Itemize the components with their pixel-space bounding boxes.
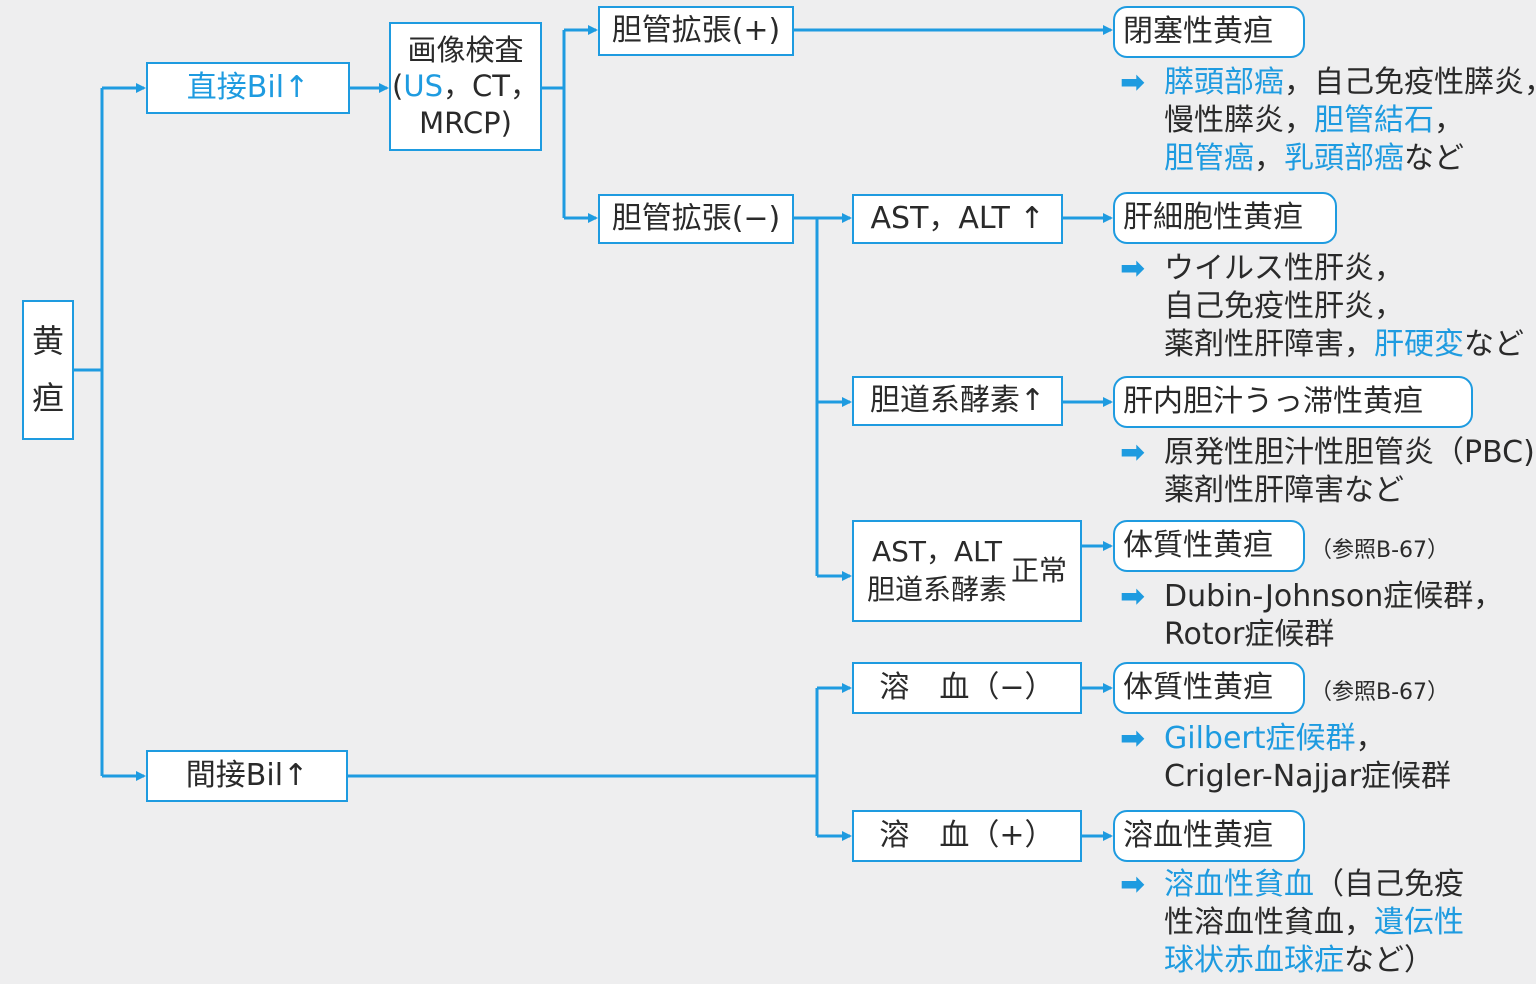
obstructive-causes: ➡膵頭部癌，自己免疫性膵炎， 慢性膵炎，胆管結石， 胆管癌，乳頭部癌など (1120, 64, 1536, 178)
cholestatic-causes: ➡ 原発性胆汁性胆管炎（PBC)， 薬剤性肝障害など (1120, 434, 1536, 510)
imaging-title: 画像検査 (407, 33, 524, 68)
jaundice-root-box: 黄 疸 (22, 300, 74, 440)
separator: ， (1434, 103, 1464, 138)
bile-duct-dilation-positive-box: 胆管拡張(+) (598, 6, 794, 56)
hemolytic-jaundice-box: 溶血性黄疸 (1113, 810, 1305, 862)
hemolytic-causes: ➡ 溶血性貧血（自己免疫 性溶血性貧血，遺伝性 球状赤血球症など） (1120, 866, 1464, 980)
cause-dubin-johnson: Dubin-Johnson症候群， (1164, 579, 1504, 614)
cause-autoimmune-pancreatitis: ，自己免疫性膵炎， (1284, 65, 1536, 100)
constitutional-jaundice-box-2: 体質性黄疸 (1113, 662, 1305, 714)
separator: ， (1355, 721, 1386, 756)
cause-autoimmune-hepatitis: 自己免疫性肝炎， (1164, 289, 1404, 324)
cause-chronic-pancreatitis: 慢性膵炎， (1164, 103, 1314, 138)
cause-autoimmune-hemolytic-anemia: 性溶血性貧血， (1164, 905, 1374, 940)
cause-drug-induced-liver-injury: 薬剤性肝障害， (1164, 327, 1374, 362)
imaging-mrcp: MRCP) (419, 105, 512, 140)
etc-text: など (1464, 327, 1524, 362)
ast-alt-elevated-box: AST，ALT ↑ (852, 194, 1063, 244)
normal-line2: 胆道系酵素 (866, 573, 1007, 606)
cause-cirrhosis: 肝硬変 (1374, 327, 1464, 362)
cause-bile-duct-cancer: 胆管癌 (1164, 141, 1254, 176)
cause-pancreatic-head-cancer: 膵頭部癌 (1164, 65, 1284, 100)
constitutional-causes-1: ➡ Dubin-Johnson症候群， Rotor症候群 (1120, 578, 1503, 654)
imaging-modalities: (US，CT， (392, 68, 539, 104)
root-char-2: 疸 (31, 379, 64, 418)
cause-gallstone: 胆管結石 (1314, 103, 1434, 138)
etc-text: など） (1344, 943, 1434, 978)
normal-tests: AST，ALT 胆道系酵素 (867, 533, 1007, 609)
arrow-icon: ➡ (1120, 65, 1146, 100)
cause-viral-hepatitis: ウイルス性肝炎， (1164, 251, 1404, 286)
arrow-icon: ➡ (1120, 867, 1146, 902)
cause-hemolytic-anemia: 溶血性貧血 (1164, 867, 1314, 902)
arrow-icon: ➡ (1120, 251, 1146, 286)
cause-crigler-najjar: Crigler-Najjar症候群 (1164, 759, 1451, 794)
separator: ， (1254, 141, 1284, 176)
cause-rotor: Rotor症候群 (1164, 617, 1335, 652)
imaging-paren: ( (392, 69, 404, 104)
constitutional-jaundice-box-1: 体質性黄疸 (1113, 520, 1305, 572)
reference-note-1: （参照B-67） (1310, 538, 1450, 563)
tests-normal-box: AST，ALT 胆道系酵素 正常 (852, 520, 1082, 622)
normal-suffix: 正常 (1011, 553, 1068, 587)
cause-ampullary-cancer: 乳頭部癌 (1284, 141, 1404, 176)
hemolysis-positive-box: 溶 血（+） (852, 810, 1082, 862)
hemolysis-negative-box: 溶 血（−） (852, 662, 1082, 714)
intrahepatic-cholestatic-jaundice-box: 肝内胆汁うっ滞性黄疸 (1113, 376, 1473, 428)
hepatocellular-causes: ➡ ウイルス性肝炎， 自己免疫性肝炎， 薬剤性肝障害，肝硬変など (1120, 250, 1524, 364)
cause-spherocytosis: 球状赤血球症 (1164, 943, 1344, 978)
biliary-enzyme-elevated-box: 胆道系酵素↑ (852, 376, 1063, 426)
indirect-bilirubin-box: 間接Bil↑ (146, 750, 348, 802)
arrow-icon: ➡ (1120, 721, 1146, 756)
cause-gilbert: Gilbert症候群 (1164, 721, 1356, 756)
hepatocellular-jaundice-box: 肝細胞性黄疸 (1113, 192, 1337, 244)
bile-duct-dilation-negative-box: 胆管拡張(−) (598, 194, 794, 244)
root-char-1: 黄 (31, 321, 64, 360)
arrow-icon: ➡ (1120, 579, 1146, 614)
reference-note-2: （参照B-67） (1310, 680, 1450, 705)
imaging-us: US (403, 69, 443, 104)
direct-bilirubin-box: 直接Bil↑ (146, 62, 350, 114)
cause-pbc: 原発性胆汁性胆管炎（PBC)， (1164, 435, 1536, 470)
normal-line1: AST，ALT (871, 535, 1003, 569)
cause-drug-induced: 薬剤性肝障害など (1164, 473, 1404, 508)
imaging-box: 画像検査 (US，CT， MRCP) (389, 22, 542, 151)
arrow-icon: ➡ (1120, 435, 1146, 470)
etc-text: など (1404, 141, 1464, 176)
cause-autoimmune-open: （自己免疫 (1314, 867, 1464, 902)
imaging-ct: ，CT， (443, 69, 539, 104)
obstructive-jaundice-box: 閉塞性黄疸 (1113, 6, 1305, 58)
constitutional-causes-2: ➡ Gilbert症候群， Crigler-Najjar症候群 (1120, 720, 1451, 796)
cause-hereditary: 遺伝性 (1374, 905, 1464, 940)
